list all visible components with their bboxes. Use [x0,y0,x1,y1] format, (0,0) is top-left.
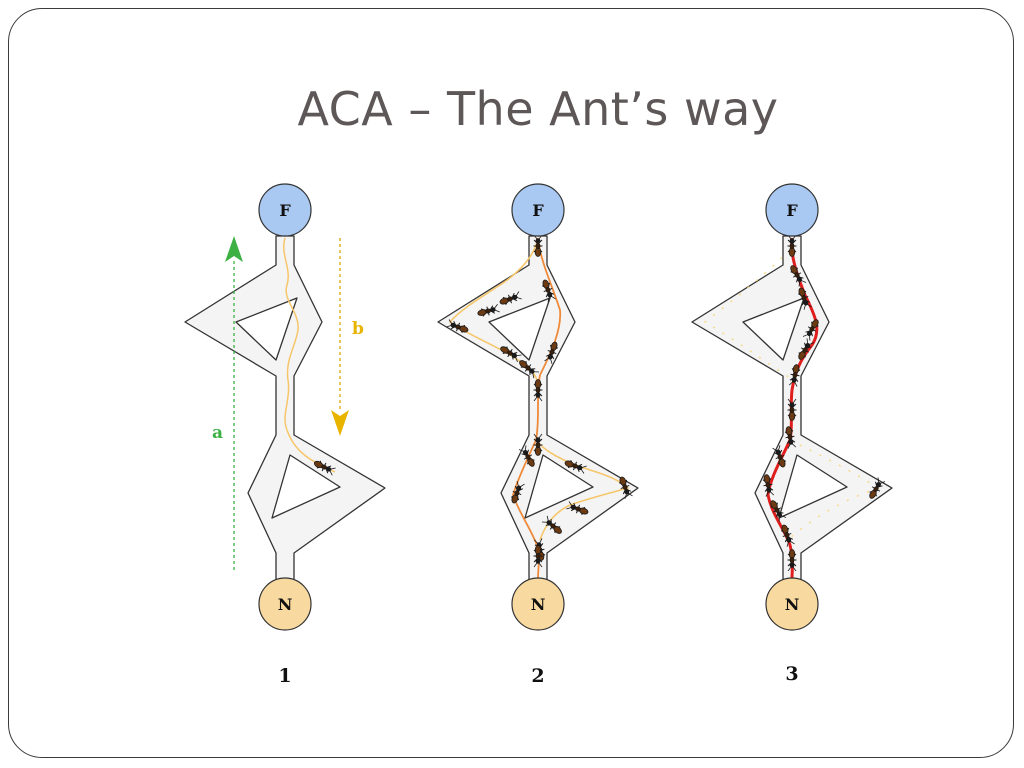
food-node: F [258,183,312,237]
panel-3: F N 3 [691,183,893,685]
panel-1-label: 1 [278,665,291,687]
panel-2: F N 2 [437,183,639,687]
food-node-label: F [786,201,798,220]
arrow-b: b [331,238,364,436]
arrow-b-label: b [352,319,364,339]
food-node: F [511,183,565,237]
nest-node: N [765,577,819,631]
food-node-label: F [279,201,291,220]
nest-node: N [258,577,312,631]
food-node: F [765,183,819,237]
arrow-a: a [212,236,243,570]
panel-1: a b F N 1 [184,183,386,687]
panel-3-label: 3 [785,663,798,685]
arrow-a-label: a [212,423,223,443]
nest-node: N [511,577,565,631]
slide-title: ACA – The Ant’s way [297,82,779,136]
slide-frame [8,8,1014,758]
corridor [184,235,386,581]
nest-node-label: N [278,595,293,614]
panel-2-label: 2 [531,665,544,687]
nest-node-label: N [531,595,546,614]
food-node-label: F [532,201,544,220]
nest-node-label: N [785,595,800,614]
